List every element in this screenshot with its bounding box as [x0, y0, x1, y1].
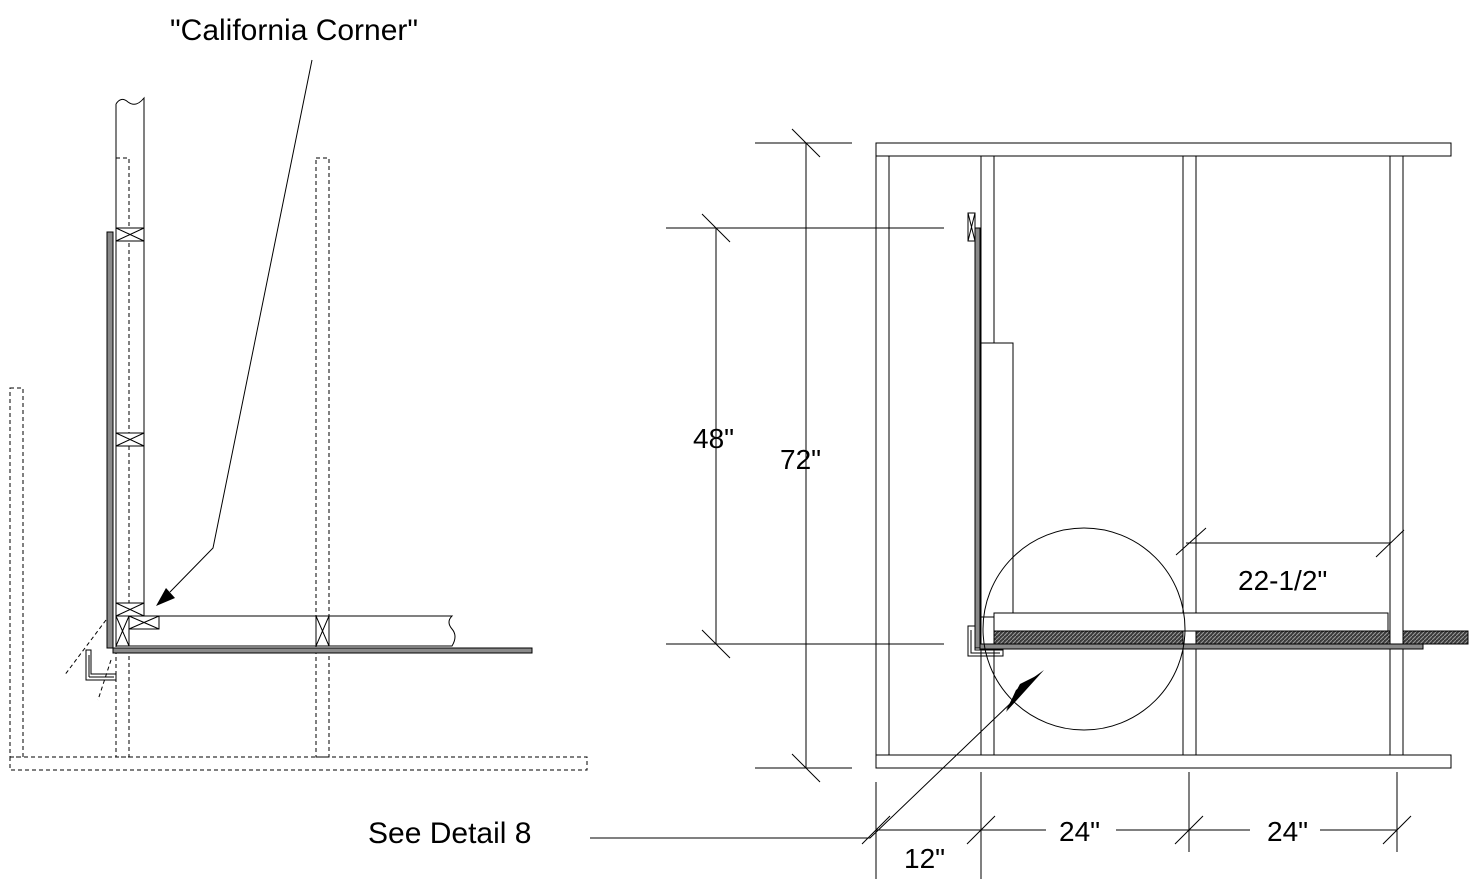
- horizontal-sheathing: [112, 647, 533, 654]
- corner-block-horizontal: [128, 615, 160, 630]
- horizontal-wall: [129, 615, 456, 647]
- california-corner-arrowhead: [156, 588, 175, 606]
- corner-stud-vertical: [115, 615, 130, 647]
- dashed-stud-2: [315, 157, 330, 758]
- corner-guides: [63, 619, 112, 701]
- blocking-1: [115, 227, 145, 242]
- blocking-3: [115, 602, 145, 617]
- dim-bottom-extensions: [875, 772, 1398, 879]
- vertical-sheathing-right: [974, 227, 981, 649]
- dashed-bottom-plate: [9, 756, 588, 771]
- corner-clip: [85, 649, 117, 681]
- hatched-band-2: [1195, 630, 1391, 645]
- top-clip-x: [967, 212, 976, 242]
- bottom-clip: [967, 625, 1004, 657]
- dim-72-label: 72": [780, 444, 821, 475]
- horizontal-board: [993, 612, 1389, 632]
- see-detail-arrowhead-fill: [1006, 670, 1044, 712]
- horizontal-sheathing-right: [979, 643, 1424, 650]
- california-corner-leader: [169, 59, 313, 593]
- dim-24-a-label: 24": [1059, 816, 1100, 847]
- stud-1: [875, 155, 890, 756]
- top-plate: [875, 142, 1452, 157]
- dim-72-lines: [755, 128, 852, 783]
- dim-12-label: 12": [904, 843, 945, 874]
- dim-24-b-label: 24": [1267, 816, 1308, 847]
- right-elevation-detail: [590, 128, 1469, 879]
- vertical-sheathing: [106, 231, 114, 649]
- dashed-stud-1: [115, 157, 130, 758]
- bottom-clip-inner: [970, 630, 1000, 654]
- detail-circle: [982, 527, 1186, 731]
- dim-48-lines: [666, 213, 944, 659]
- dim-48-label: 48": [693, 423, 734, 454]
- hatched-band-3: [1402, 630, 1469, 645]
- stud-3: [1182, 155, 1197, 756]
- bottom-plate: [875, 754, 1452, 769]
- see-detail-leader: [590, 699, 1015, 839]
- stud-4: [1389, 155, 1404, 756]
- dim-22-5-lines: [1175, 527, 1405, 558]
- dim-22-5-label: 22-1/2": [1238, 565, 1327, 596]
- see-detail-label: See Detail 8: [368, 817, 531, 850]
- horizontal-wall-stud: [315, 615, 330, 647]
- dashed-wall-left: [9, 387, 24, 758]
- vertical-panel: [980, 342, 1014, 618]
- left-plan-detail: [9, 59, 588, 771]
- dim-bottom-ticks: [861, 815, 1412, 845]
- hatched-band-1: [993, 630, 1184, 645]
- blocking-2: [115, 432, 145, 447]
- vertical-wall: [115, 96, 145, 612]
- california-corner-label: "California Corner": [170, 14, 418, 47]
- corner-clip-inner: [88, 655, 114, 678]
